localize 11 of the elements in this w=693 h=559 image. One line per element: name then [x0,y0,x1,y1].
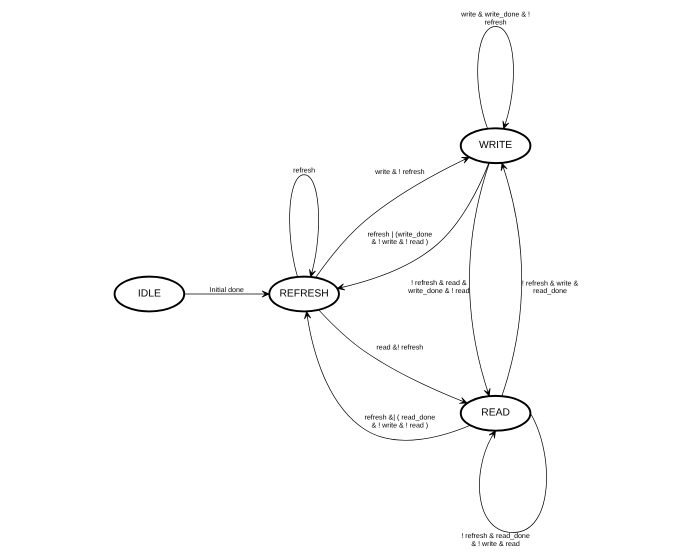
arrow [304,311,471,441]
node-ellipse: IDLE [114,276,186,312]
arrow [477,26,514,129]
arrow [315,156,470,278]
arrow [184,290,270,298]
arrow [336,162,490,290]
arrow [500,162,522,396]
arrow [289,174,319,278]
arrow [469,162,490,396]
arrow [318,310,468,404]
node-ellipse: REFRESH [268,276,340,312]
